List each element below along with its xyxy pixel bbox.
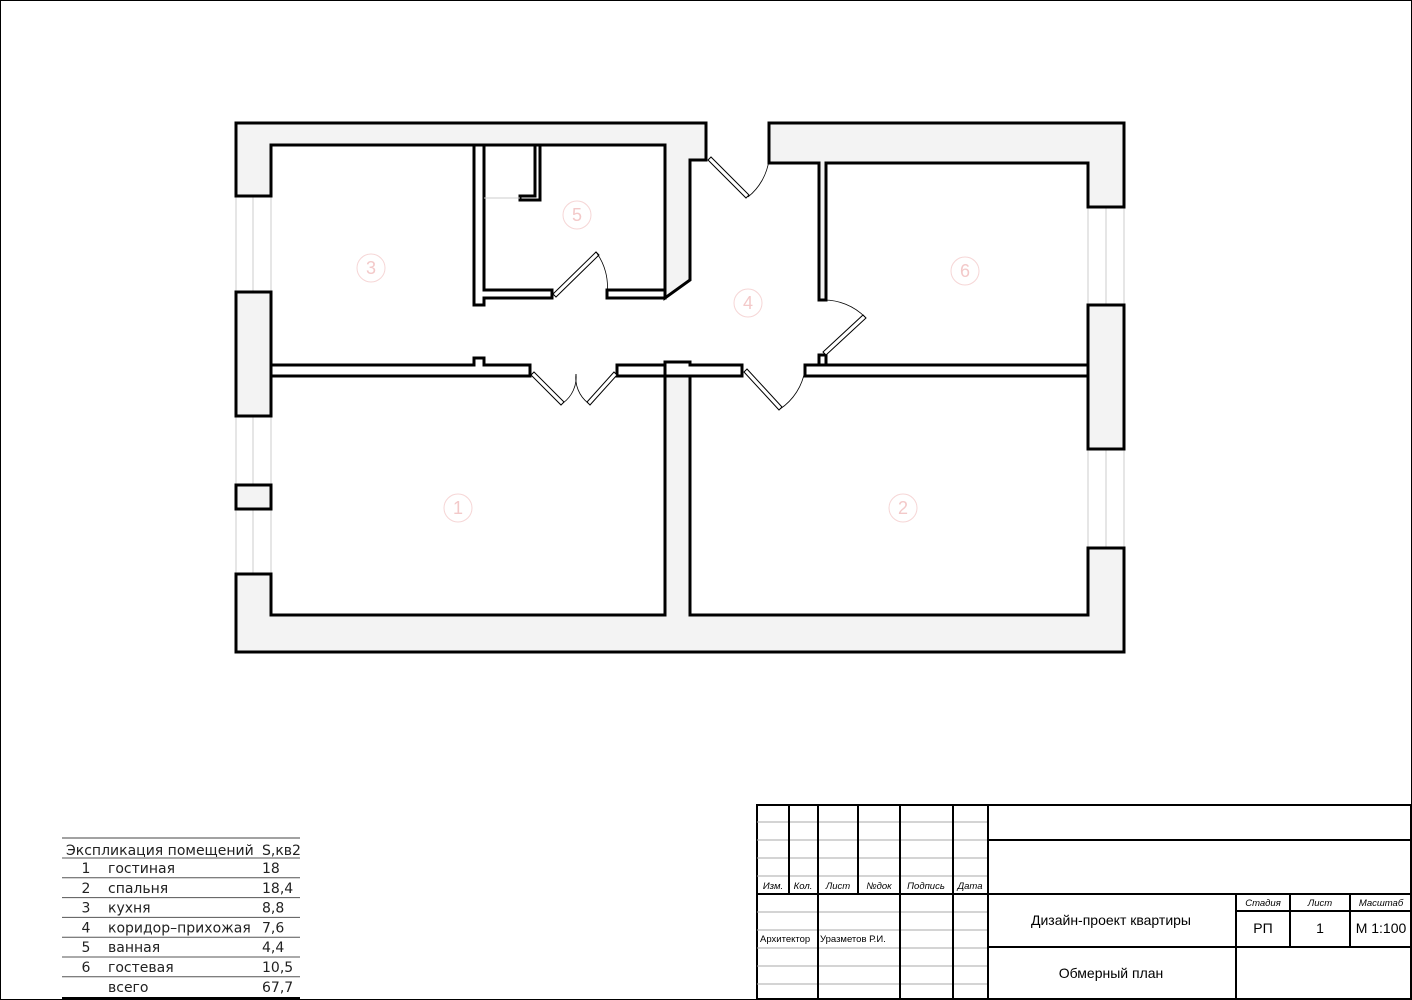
explication-row: 3 кухня 8,8 bbox=[62, 897, 300, 917]
scale-value: М 1:100 bbox=[1356, 920, 1407, 936]
door-kitchen-left bbox=[530, 371, 565, 406]
room-marker-1: 1 bbox=[443, 493, 473, 523]
svg-text:2: 2 bbox=[898, 498, 908, 518]
explication-num: 3 bbox=[82, 901, 91, 917]
col-header-podpis: Подпись bbox=[907, 881, 945, 892]
explication-name: кухня bbox=[108, 901, 151, 917]
sheet-value: 1 bbox=[1316, 920, 1324, 936]
explication-name: гостевая bbox=[108, 960, 174, 976]
room-marker-3: 3 bbox=[356, 253, 386, 283]
explication-num: 4 bbox=[82, 920, 91, 936]
explication-num: 1 bbox=[82, 861, 91, 877]
explication-num: 2 bbox=[82, 881, 91, 897]
col-header-kol: Кол. bbox=[794, 881, 813, 892]
scale-label: Масштаб bbox=[1359, 898, 1404, 909]
room-marker-5: 5 bbox=[562, 200, 592, 230]
door-bedroom bbox=[743, 368, 783, 411]
col-header-ndok: №док bbox=[866, 881, 892, 892]
explication-row: 6 гостевая 10,5 bbox=[62, 956, 300, 976]
explication-row: 2 спальня 18,4 bbox=[62, 877, 300, 897]
explication-row: 1 гостиная 18 bbox=[62, 857, 300, 877]
room-marker-4: 4 bbox=[733, 288, 763, 318]
col-header-list: Лист bbox=[825, 881, 851, 892]
svg-text:5: 5 bbox=[572, 205, 582, 225]
explication-name: гостиная bbox=[108, 861, 175, 877]
exterior-walls bbox=[234, 121, 1126, 654]
explication-name: ванная bbox=[108, 940, 160, 956]
explication-name: всего bbox=[108, 980, 148, 996]
door-guest bbox=[822, 314, 867, 356]
role-label: Архитектор bbox=[760, 934, 810, 945]
explication-num: 5 bbox=[82, 940, 91, 956]
room-marker-2: 2 bbox=[888, 493, 918, 523]
svg-text:3: 3 bbox=[366, 258, 376, 278]
floor-plan: 1 2 3 4 5 6 bbox=[234, 121, 1126, 654]
door-bathroom bbox=[552, 251, 600, 298]
svg-text:1: 1 bbox=[453, 498, 463, 518]
explication-name: спальня bbox=[108, 881, 168, 897]
sheet-title: Обмерный план bbox=[1059, 965, 1164, 981]
explication-area: 67,7 bbox=[262, 980, 293, 996]
stage-label: Стадия bbox=[1245, 898, 1281, 909]
project-title: Дизайн-проект квартиры bbox=[1031, 912, 1191, 928]
explication-header-area: S,кв2 bbox=[262, 843, 301, 859]
svg-text:4: 4 bbox=[743, 293, 753, 313]
explication-header-name: Экспликация помещений bbox=[66, 843, 254, 859]
person-name: Уразметов Р.И. bbox=[820, 934, 886, 945]
door-entrance bbox=[707, 156, 750, 199]
explication-row: 4 коридор–прихожая 7,6 bbox=[62, 916, 300, 936]
title-block: Изм. Кол. Лист №док Подпись Дата Архитек… bbox=[756, 804, 1412, 1000]
svg-text:6: 6 bbox=[960, 261, 970, 281]
explication-area: 7,6 bbox=[262, 920, 284, 936]
explication-row: всего 67,7 bbox=[62, 976, 300, 996]
explication-area: 18,4 bbox=[262, 881, 293, 897]
sheet-label: Лист bbox=[1307, 898, 1333, 909]
explication-name: коридор–прихожая bbox=[108, 920, 251, 936]
explication-row: 5 ванная 4,4 bbox=[62, 936, 300, 956]
door-kitchen-right bbox=[586, 371, 618, 406]
explication-area: 18 bbox=[262, 861, 280, 877]
partitions bbox=[269, 143, 1090, 378]
room-marker-6: 6 bbox=[950, 256, 980, 286]
stage-value: РП bbox=[1253, 920, 1272, 936]
explication-area: 4,4 bbox=[262, 940, 284, 956]
explication-area: 10,5 bbox=[262, 960, 293, 976]
col-header-izm: Изм. bbox=[763, 881, 783, 892]
explication-area: 8,8 bbox=[262, 901, 284, 917]
explication-num: 6 bbox=[82, 960, 91, 976]
doors bbox=[530, 156, 867, 411]
col-header-data: Дата bbox=[956, 881, 982, 892]
